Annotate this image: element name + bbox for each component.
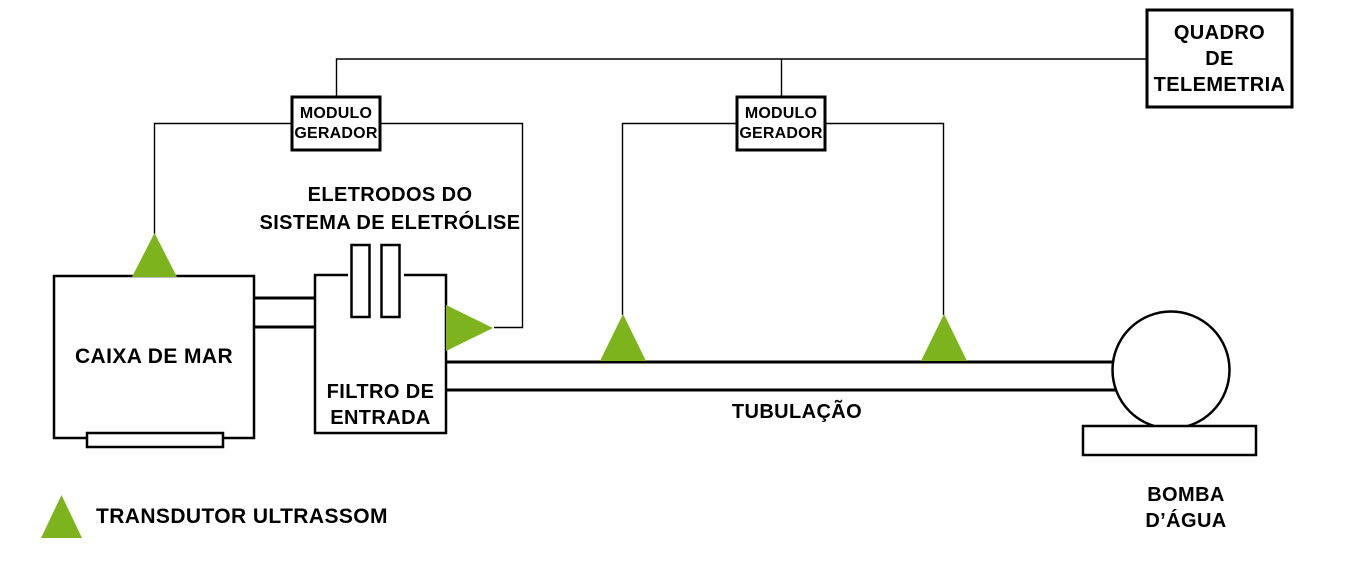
legend-transducer-icon [41, 495, 82, 538]
water-pump-label-line1: BOMBA [1147, 484, 1225, 506]
generator-module1-label: MODULO GERADOR [292, 97, 380, 150]
ultrasound-transducer-pipe2-icon [921, 314, 967, 361]
inlet-filter-label-line1: FILTRO DE [326, 381, 435, 403]
ultrasound-transducer-pipe1-icon [600, 314, 646, 361]
inlet-filter-label-line2: ENTRADA [330, 407, 431, 429]
ultrasound-transducer-filter-icon [446, 305, 493, 351]
module1-to-seachest-transducer-line [153, 122, 292, 234]
sea-chest-label-text: CAIXA DE MAR [74, 345, 234, 368]
electrode-1 [350, 243, 371, 319]
generator-module2-label-line2: GERADOR [739, 124, 823, 142]
telemetry-panel-label-line3: TELEMETRIA [1153, 73, 1286, 96]
water-pump-base [1081, 424, 1258, 457]
generator-module2-label-line1: MODULO [744, 104, 818, 122]
electrolysis-electrodes-label: ELETRODOS DO SISTEMA DE ELETRÓLISE [240, 181, 540, 237]
telemetry-panel-label-line2: DE [1205, 47, 1234, 70]
sea-chest-label: CAIXA DE MAR [54, 276, 254, 438]
telemetry-panel-box [1145, 8, 1294, 109]
generator-module2-label: MODULO GERADOR [737, 97, 825, 150]
telemetry-panel-label-line1: QUADRO [1173, 21, 1266, 44]
inlet-filter-label: FILTRO DE ENTRADA [315, 275, 446, 433]
water-pump-label-line2: D’ÁGUA [1145, 510, 1227, 532]
generator-module2-box [735, 95, 827, 152]
electrolysis-electrodes-label-line1: ELETRODOS DO [307, 184, 473, 206]
telemetry-panel-label: QUADRO DE TELEMETRIA [1147, 10, 1292, 107]
sea-chest-box [52, 274, 256, 440]
electrolysis-electrodes-label-line2: SISTEMA DE ELETRÓLISE [259, 212, 521, 234]
generator-module1-label-line1: MODULO [299, 104, 373, 122]
seachest-filter-pipe [254, 296, 316, 329]
main-pipe [445, 360, 1125, 392]
sea-chest-base [85, 431, 225, 449]
electrode-2 [380, 243, 401, 319]
legend-transducer-label-text: TRANSDUTOR ULTRASSOM [96, 505, 388, 528]
telemetry-bus-line [335, 58, 1147, 97]
module1-to-filter-transducer-line [380, 122, 524, 329]
generator-module1-box [290, 95, 382, 152]
module2-to-pipe-transducer2-line [825, 122, 945, 315]
module2-to-pipe-transducer1-line [621, 122, 737, 315]
piping-label-text: TUBULAÇÃO [731, 401, 863, 423]
legend-transducer-label: TRANSDUTOR ULTRASSOM [96, 505, 388, 529]
water-pump-body [1111, 310, 1231, 430]
water-pump-label: BOMBA D’ÁGUA [1106, 482, 1266, 534]
ultrasound-transducer-seachest-icon [132, 233, 177, 277]
generator-module1-label-line2: GERADOR [294, 124, 378, 142]
piping-label: TUBULAÇÃO [697, 401, 897, 424]
